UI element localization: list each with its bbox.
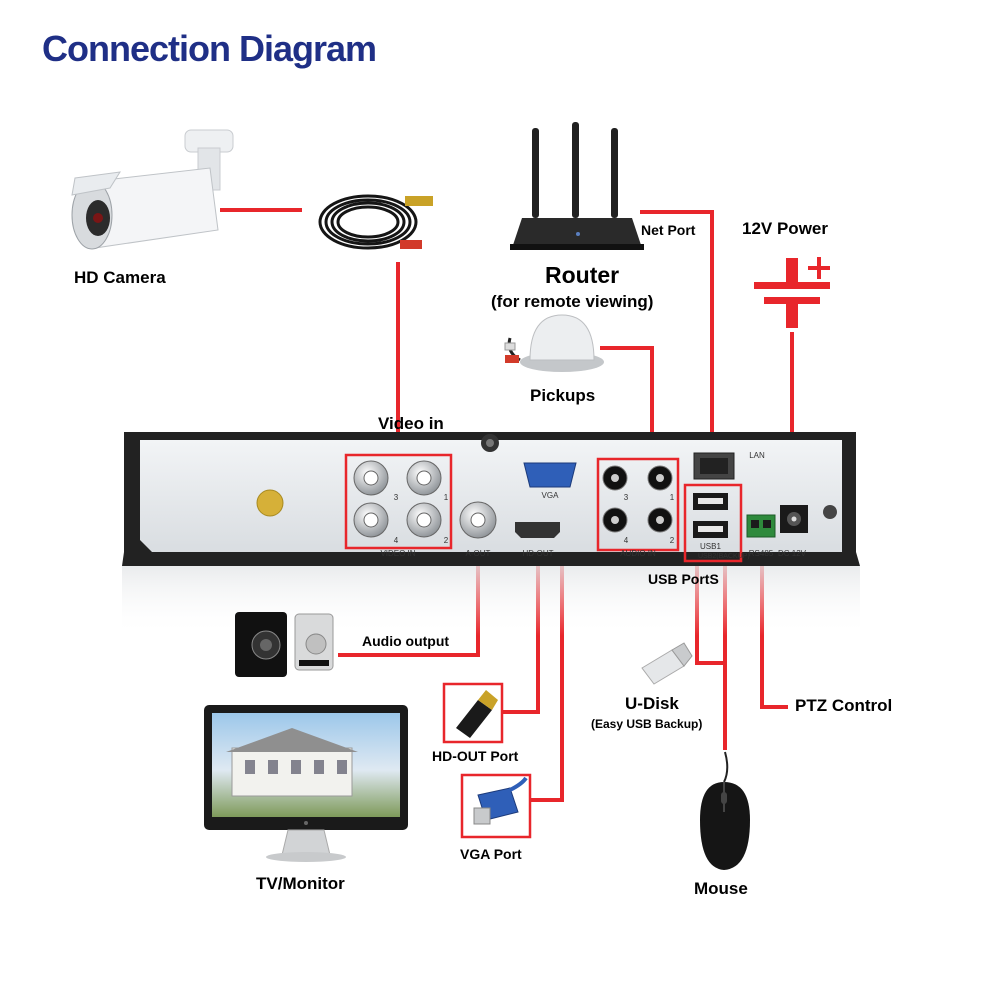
coax-cable-illustration [318,194,433,250]
diagram-title: Connection Diagram [42,28,377,69]
monitor-illustration [204,705,408,862]
panel-a-out-text: A-OUT [466,549,491,558]
mouse-illustration [700,751,750,870]
router-label: Router [545,262,620,288]
hdout-port-label: HD-OUT Port [432,748,519,764]
panel-hd-out-text: HD-OUT [522,549,553,558]
net-port-label: Net Port [641,222,696,238]
panel-audio-num-4: 4 [624,536,629,545]
video-in-label: Video in [378,414,444,433]
pickups-label: Pickups [530,386,596,405]
panel-video-num-1: 1 [444,493,449,502]
vga-port-label: VGA Port [460,846,522,862]
mouse-label: Mouse [694,879,748,898]
panel-audio-num-3: 3 [624,493,629,502]
u-disk-illustration [641,642,693,685]
panel-video-num-3: 3 [394,493,399,502]
audio-output-label: Audio output [362,633,450,649]
ptz-control-label: PTZ Control [795,696,893,715]
u-disk-label: U-Disk [625,694,679,713]
tv-monitor-label: TV/Monitor [256,874,345,893]
panel-vga-text: VGA [542,491,560,500]
panel-usb1-text: USB1 [700,542,721,551]
u-disk-sub-label: (Easy USB Backup) [591,717,703,731]
panel-audio-in-text: AUDIO IN [620,549,656,558]
hdmi-cable-illustration [442,682,504,744]
panel-video-in-text: VIDEO IN [380,549,415,558]
router-sub-label: (for remote viewing) [491,292,654,311]
pickups-illustration [504,314,604,372]
router-illustration [510,122,644,250]
hd-camera-label: HD Camera [74,268,166,287]
speakers-illustration [235,612,334,677]
panel-audio-num-2: 2 [670,536,675,545]
panel-lan-text: LAN [749,451,765,460]
hd-camera-illustration [71,129,234,250]
dvr-rear-panel: VIDEO IN A-OUT HD-OUT VGA AUDIO IN LAN U… [122,432,860,636]
usb-ports-label: USB PortS [648,571,719,587]
panel-video-num-2: 2 [444,536,449,545]
panel-rs485-text: RS485 [749,549,774,558]
panel-dc12v-text: DC 12V [778,549,807,558]
panel-usb2-text: USB2(BACKUP) [698,553,750,560]
vga-cable-illustration [460,773,532,839]
panel-video-num-4: 4 [394,536,399,545]
router-to-lan-line [640,210,714,455]
power-symbol [754,257,830,328]
panel-audio-num-1: 1 [670,493,675,502]
power-label: 12V Power [742,219,828,238]
pickups-to-audio-in-line [600,346,654,458]
